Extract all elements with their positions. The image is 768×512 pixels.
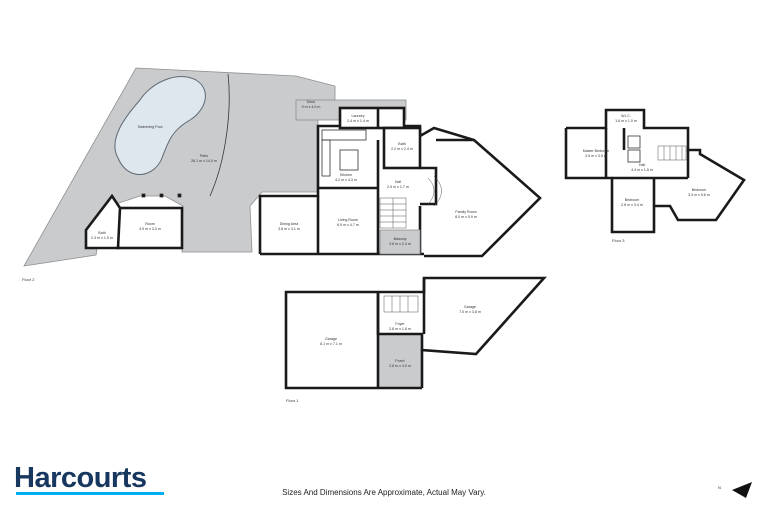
stairs-floor-1 (383, 295, 419, 313)
label-living-room: Living Room (338, 218, 358, 222)
room-porch (377, 333, 423, 389)
label-porch-dims: 2.8 m x 4.0 m (389, 364, 411, 368)
label-swimming-pool: Swimming Pool (138, 125, 163, 129)
label-room-dims: 4.9 m x 3.3 m (139, 227, 161, 231)
label-upper-hall: Hall (639, 163, 645, 167)
brand-underline (16, 492, 164, 495)
label-garage-left-dims: 8.1 m x 7.1 m (320, 342, 342, 346)
label-porch: Porch (395, 359, 404, 363)
label-dining-area-dims: 3.8 m x 3.1 m (278, 227, 300, 231)
floor-2-label: Floor 2 (22, 277, 35, 282)
label-patio-dims: 26.1 m x 14.0 m (191, 159, 217, 163)
room-balcony (379, 229, 421, 255)
floor-2-plan: Swimming Pool Patio 26.1 m x 14.0 m Deck… (22, 67, 542, 282)
room-bath-small (84, 193, 122, 250)
label-dining-area: Dining Area (280, 222, 299, 226)
room-laundry (338, 106, 406, 130)
floor-3-plan: Master Bedroom 3.5 m x 3.5 m W.I.C. 1.6 … (564, 108, 746, 243)
label-patio: Patio (200, 154, 208, 158)
label-bath-small: Bath (98, 231, 105, 235)
label-bath: Bath (398, 142, 405, 146)
floor-1-label: Floor 1 (286, 398, 299, 403)
floor-1-plan: Garage 8.1 m x 7.1 m Garage 7.0 m x 3.8 … (284, 276, 547, 403)
label-balcony-dims: 3.6 m x 2.4 m (389, 242, 411, 246)
label-kitchen-dims: 4.2 m x 4.3 m (335, 178, 357, 182)
label-laundry-dims: 2.4 m x 1.4 m (347, 119, 369, 123)
label-bedroom-2-dims: 3.3 m x 5.6 m (688, 193, 710, 197)
label-family-room: Family Room (455, 210, 476, 214)
label-master-bedroom-dims: 3.5 m x 3.5 m (585, 154, 607, 158)
stairs-floor-2 (379, 197, 407, 229)
label-deck-dims: 9 m x 4.0 m (302, 105, 321, 109)
floor-3-walls (564, 108, 746, 234)
label-wic: W.I.C. (621, 114, 631, 118)
label-family-room-dims: 8.0 m x 5.9 m (455, 215, 477, 219)
label-bath-dims: 2.2 m x 2.4 m (391, 147, 413, 151)
label-kitchen: Kitchen (340, 173, 352, 177)
label-foyer-dims: 2.8 m x 1.8 m (389, 327, 411, 331)
label-bedroom-1-dims: 2.8 m x 3.4 m (621, 203, 643, 207)
label-hall: Hall (395, 180, 401, 184)
label-foyer: Foyer (395, 322, 405, 326)
label-bedroom-1: Bedroom (625, 198, 640, 202)
floor-3-label: Floor 3 (612, 238, 625, 243)
brand-logo: Harcourts (14, 462, 147, 494)
label-laundry: Laundry (352, 114, 365, 118)
label-garage-right-dims: 7.0 m x 3.8 m (459, 310, 481, 314)
disclaimer-text: Sizes And Dimensions Are Approximate, Ac… (282, 488, 486, 497)
swimming-pool (114, 76, 206, 175)
label-bath-small-dims: 2.3 m x 1.5 m (91, 236, 113, 240)
label-master-bedroom: Master Bedroom (583, 149, 610, 153)
label-hall-dims: 2.9 m x 1.7 m (387, 185, 409, 189)
stairs-floor-3 (657, 145, 687, 161)
label-living-room-dims: 6.0 m x 4.7 m (337, 223, 359, 227)
label-room: Room (145, 222, 155, 226)
label-balcony: Balcony (394, 237, 407, 241)
label-deck: Deck (307, 100, 315, 104)
label-garage-left: Garage (325, 337, 337, 341)
compass-label: N (718, 485, 721, 490)
label-wic-dims: 1.6 m x 1.0 m (615, 119, 637, 123)
label-garage-right: Garage (464, 305, 476, 309)
north-arrow-icon: N (718, 482, 752, 498)
label-upper-hall-dims: 4.4 m x 1.5 m (631, 168, 653, 172)
room-bath (382, 126, 422, 170)
label-bedroom-2: Bedroom (692, 188, 707, 192)
